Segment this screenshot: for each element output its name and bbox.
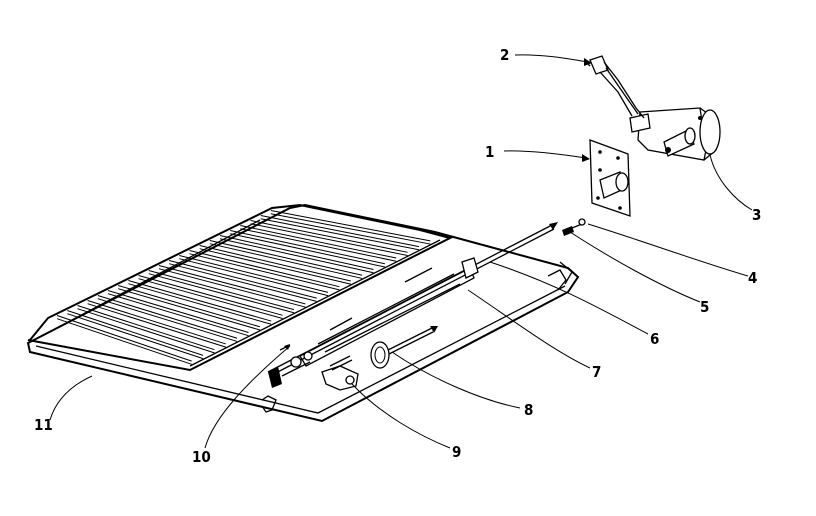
rack-rib (260, 218, 420, 251)
rotisserie-motor (629, 107, 721, 161)
spit-forks (299, 257, 479, 367)
rack-rib (260, 215, 420, 248)
rack-rib (270, 213, 431, 245)
rack-rib (148, 273, 295, 314)
rack-rib (168, 260, 317, 299)
rack-rib (158, 265, 306, 305)
rack-rib (77, 308, 215, 354)
callout-labels: 1 2 3 4 5 6 7 8 9 10 11 (34, 46, 761, 466)
rack-rib (118, 288, 261, 331)
spit-handle (321, 355, 359, 391)
rack-rib (67, 313, 204, 360)
rack-rib (87, 303, 226, 348)
callout-10: 10 (192, 448, 211, 466)
spit-knob (268, 344, 313, 388)
rack-rib (77, 305, 215, 351)
callout-6: 6 (650, 330, 659, 348)
skewer (370, 326, 438, 369)
rack-rib (107, 293, 249, 337)
rack-rib (209, 243, 363, 279)
rack-rib (118, 285, 261, 328)
rack-rib (128, 280, 272, 322)
screw (562, 223, 583, 236)
rack-rib (199, 245, 351, 282)
rack-rib (107, 290, 249, 333)
rack-rib (240, 228, 397, 262)
rack-rib (209, 240, 363, 276)
rack-rib (240, 225, 397, 259)
rack-rib (138, 275, 283, 316)
leader-lines (49, 54, 753, 449)
callout-9: 9 (452, 443, 461, 461)
callout-4: 4 (748, 269, 757, 287)
grill-rack (27, 203, 453, 372)
rack-rib (87, 300, 226, 345)
rack-rib (189, 250, 340, 288)
rack-rib (97, 295, 238, 339)
rack-rib (179, 255, 329, 293)
rack-rib (128, 283, 272, 325)
rack-rib (270, 210, 431, 242)
callout-11: 11 (34, 416, 53, 434)
rack-rib (138, 278, 283, 319)
rack-rib (199, 248, 351, 285)
rack-rib (67, 310, 204, 356)
rack-rib (250, 220, 408, 253)
rack-rib (230, 230, 385, 265)
callout-5: 5 (700, 298, 709, 316)
callout-8: 8 (524, 401, 533, 419)
rack-rib (168, 263, 317, 302)
callout-1: 1 (485, 143, 494, 161)
rack-rib (158, 268, 306, 308)
washer (578, 218, 586, 226)
callout-7: 7 (592, 363, 601, 381)
rack-rib (189, 253, 340, 291)
rack-rib (56, 318, 192, 365)
broiler-pan (26, 203, 580, 423)
rack-rib (97, 298, 238, 342)
rack-rib (179, 258, 329, 297)
rack-rib (230, 233, 385, 268)
callout-3: 3 (752, 206, 761, 224)
callout-2: 2 (500, 46, 509, 64)
rack-rib (148, 270, 295, 311)
rack-rib (219, 235, 374, 270)
rack-rib (219, 238, 374, 274)
mounting-bracket (589, 139, 631, 217)
power-cord (585, 55, 645, 119)
rack-rib (56, 315, 192, 362)
rack-rib (250, 223, 408, 257)
